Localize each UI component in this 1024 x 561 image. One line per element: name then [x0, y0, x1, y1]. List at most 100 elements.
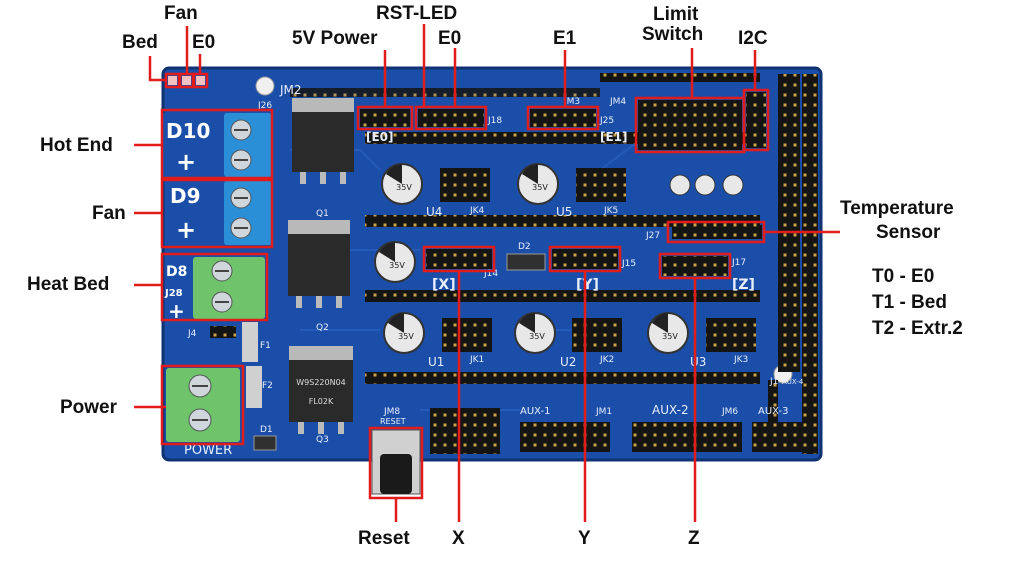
header-limit-switch	[638, 100, 742, 150]
silk-f2: F2	[262, 381, 273, 391]
header-e1	[530, 109, 596, 127]
capacitor: 35V	[381, 163, 423, 205]
silk-j25: J25	[599, 116, 614, 126]
silk-q1: Q1	[316, 209, 329, 219]
led-bed	[168, 76, 177, 85]
leader-bed	[148, 56, 166, 82]
header-i2c	[746, 92, 766, 148]
silk-aux1: AUX-1	[520, 406, 550, 417]
silk-aux3: AUX-3	[758, 406, 788, 417]
silk-plus: +	[176, 216, 196, 244]
svg-text:35V: 35V	[662, 332, 678, 341]
silk-u4: U4	[426, 205, 442, 219]
silk-j18: J18	[487, 116, 502, 126]
silk-plus: +	[176, 148, 196, 176]
svg-text:35V: 35V	[389, 261, 405, 270]
driver-header-row	[365, 372, 760, 384]
header-temp	[672, 225, 762, 239]
silk-f1: F1	[260, 341, 271, 351]
label-t2: T2 - Extr.2	[872, 318, 963, 339]
capacitor: 35V	[514, 312, 556, 354]
header-x	[426, 249, 492, 269]
label-5v-power: 5V Power	[292, 28, 378, 49]
silk-y: [Y]	[576, 277, 599, 293]
silk-j14: J14	[483, 269, 498, 279]
jumper-block-jk3	[706, 318, 756, 352]
label-temperature: Temperature	[840, 198, 954, 219]
silk-j15: J15	[621, 259, 636, 269]
label-rst-led: RST-LED	[376, 3, 458, 24]
capacitor: 35V	[383, 312, 425, 354]
aux4-header	[768, 380, 778, 450]
silk-j4: J4	[187, 329, 197, 339]
label-fan: Fan	[92, 203, 126, 224]
label-bed-led: Bed	[122, 32, 158, 53]
svg-text:35V: 35V	[529, 332, 545, 341]
capacitor: 35V	[374, 241, 416, 283]
box-power	[160, 364, 245, 446]
label-t0: T0 - E0	[872, 266, 935, 287]
silk-jm4: JM4	[609, 97, 626, 107]
diode-d1	[253, 435, 277, 451]
header-y	[552, 249, 618, 269]
svg-text:35V: 35V	[398, 332, 414, 341]
silk-z: [Z]	[732, 277, 755, 293]
silk-d8: D8	[166, 264, 187, 280]
led-e0	[196, 76, 205, 85]
label-t1: T1 - Bed	[872, 292, 947, 313]
header-5v	[360, 109, 410, 127]
capacitor: 35V	[647, 312, 689, 354]
mosfet-marking: W9S220N04	[296, 378, 346, 387]
silk-jm8: JM8	[383, 407, 400, 417]
header-aux2	[632, 422, 742, 452]
header-aux3	[752, 422, 814, 452]
silk-e1: [E1]	[600, 130, 628, 144]
silk-jk2: JK2	[599, 355, 614, 365]
capacitor: 35V	[517, 163, 559, 205]
board-big-labels: D10 + D9 + D8 J28 +	[164, 119, 210, 323]
label-e0: E0	[438, 28, 462, 49]
silk-j28: J28	[164, 288, 183, 299]
jumper-block-jk4	[440, 168, 490, 202]
silk-jm3: JM3	[563, 97, 580, 107]
silk-jk4: JK4	[469, 206, 485, 216]
svg-text:35V: 35V	[396, 183, 412, 192]
small-capacitor	[669, 174, 744, 196]
mosfet-q2	[288, 220, 350, 308]
fuse-f1	[242, 322, 258, 362]
header-aux-left	[430, 408, 500, 454]
label-e0-led: E0	[192, 32, 216, 53]
label-x: X	[452, 528, 465, 549]
side-header	[802, 74, 818, 454]
label-fan-led: Fan	[164, 3, 198, 24]
side-header	[778, 74, 800, 372]
silk-j26: J26	[257, 101, 272, 111]
mosfet-marking: FL02K	[309, 397, 334, 406]
heatbed-terminal	[193, 257, 265, 319]
silk-jk3: JK3	[733, 355, 748, 365]
silk-j1: J1	[769, 377, 778, 387]
silk-jm1: JM1	[595, 407, 612, 417]
power-terminal	[166, 368, 240, 442]
silk-e0: [E0]	[366, 130, 394, 144]
silk-d9: D9	[170, 184, 201, 208]
driver-header-row	[365, 215, 760, 227]
jumper-block-jk1	[442, 318, 492, 352]
diode-d2	[506, 253, 546, 271]
label-i2c: I2C	[738, 28, 768, 49]
silk-power: POWER	[184, 443, 232, 458]
label-z: Z	[688, 528, 700, 549]
label-limit: Limit	[653, 4, 699, 25]
silk-u2: U2	[560, 355, 576, 369]
leader-lines	[134, 24, 840, 522]
svg-text:35V: 35V	[532, 183, 548, 192]
silk-u1: U1	[428, 355, 444, 369]
silk-u5: U5	[556, 205, 572, 219]
label-sensor: Sensor	[876, 222, 941, 243]
top-pin-row	[290, 88, 600, 97]
box-e1	[526, 105, 600, 131]
mosfet-q1	[292, 98, 354, 184]
silk-d10: D10	[166, 119, 210, 143]
